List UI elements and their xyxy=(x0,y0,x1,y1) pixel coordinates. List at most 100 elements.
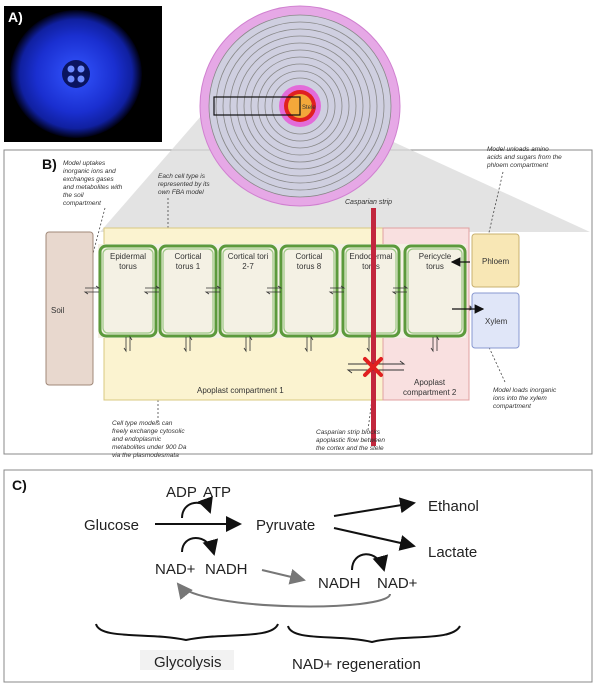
cell-label: torus 1 xyxy=(176,262,201,271)
note-casp-line: Casparian strip blocks xyxy=(316,429,381,436)
nadh-right-label: NADH xyxy=(318,575,361,592)
atp-label: ATP xyxy=(203,484,231,501)
cell-label: 2-7 xyxy=(242,262,254,271)
soil-exchange-arrow xyxy=(83,285,101,295)
regeneration-arrows xyxy=(176,568,391,608)
panel-b-label: B) xyxy=(42,156,57,172)
note-phloem-line: Model unloads amino xyxy=(487,146,549,153)
glucose-label: Glucose xyxy=(84,517,139,534)
phloem-label: Phloem xyxy=(482,257,509,266)
stele-dark-region xyxy=(62,60,90,88)
plasmodesmata-exchange-arrows xyxy=(83,285,409,295)
cell-label: Cortical xyxy=(174,252,201,261)
xylem-spot-4 xyxy=(77,75,85,83)
note-soil: Model uptakes inorganic ions and exchang… xyxy=(63,160,123,207)
note-fba: Each cell type is represented by its own… xyxy=(158,173,210,196)
adp-atp-curved-arrow xyxy=(181,496,213,519)
cell-label: torus 8 xyxy=(297,262,322,271)
cell-epidermal xyxy=(98,244,158,338)
pathway-arrows xyxy=(155,496,416,572)
note-casp-line: apoplastic flow between xyxy=(316,437,385,444)
note-fba-line: own FBA model xyxy=(158,189,204,196)
blocked-apoplastic-flow-arrows xyxy=(346,360,406,374)
nad-return-arrow xyxy=(176,582,391,608)
apoplast-1-label: Apoplast compartment 1 xyxy=(197,386,284,395)
apoplast-2-label-line: compartment 2 xyxy=(403,388,457,397)
cell-label: Cortical xyxy=(295,252,322,261)
slice-highlight-box xyxy=(213,96,301,116)
nadh-nad-curved-arrow xyxy=(351,553,389,572)
note-casp-line: the cortex and the stele xyxy=(316,445,384,452)
glycolysis-pathway: Glucose Pyruvate Ethanol Lactate ADP ATP… xyxy=(84,484,479,592)
note-phloem-line: acids and sugars from the xyxy=(487,154,562,161)
nad-right-label: NAD+ xyxy=(377,575,418,592)
cell-label: Cortical tori xyxy=(228,252,269,261)
casparian-strip-bar xyxy=(371,208,376,446)
panel-a-label: A) xyxy=(8,9,23,25)
note-fba-line: Each cell type is xyxy=(158,173,206,180)
note-plasmo-line: and endoplasmic xyxy=(112,436,162,443)
xylem-spot-3 xyxy=(67,75,75,83)
note-plasmo-line: freely exchange cytosolic xyxy=(112,428,185,435)
nad-regeneration-label: NAD+ regeneration xyxy=(292,656,421,673)
note-phloem-line: phloem compartment xyxy=(486,162,549,169)
cell-cortical-1 xyxy=(158,244,218,338)
nadh-left-label: NADH xyxy=(205,561,248,578)
soil-label: Soil xyxy=(51,306,65,315)
xylem-spot-2 xyxy=(77,65,85,73)
note-soil-line: the soil xyxy=(63,192,84,199)
cell-label: torus xyxy=(119,262,137,271)
note-phloem: Model unloads amino acids and sugars fro… xyxy=(486,146,562,169)
xylem-spot-1 xyxy=(67,65,75,73)
glycolysis-label: Glycolysis xyxy=(154,654,222,671)
note-soil-line: compartment xyxy=(63,200,102,207)
cell-label: Pericycle xyxy=(419,252,452,261)
ethanol-label: Ethanol xyxy=(428,498,479,515)
phloem-compartment xyxy=(471,233,520,288)
casparian-strip-label: Casparian strip xyxy=(345,199,392,206)
panel-c-frame xyxy=(3,469,593,683)
nad-nadh-curved-arrow xyxy=(181,537,219,556)
adp-label: ADP xyxy=(166,484,197,501)
nadh-transfer-arrow xyxy=(261,568,306,585)
pyruvate-to-ethanol-arrow xyxy=(333,497,416,517)
note-xylem: Model loads inorganic ions into the xyle… xyxy=(493,387,557,410)
lactate-label: Lactate xyxy=(428,544,477,561)
note-soil-line: Model uptakes xyxy=(63,160,106,167)
note-xylem-line: ions into the xylem xyxy=(493,395,547,402)
note-xylem-line: Model loads inorganic xyxy=(493,387,557,394)
cell-pericycle xyxy=(403,244,467,338)
stele-label: Stele xyxy=(302,105,316,111)
panel-a-microscopy xyxy=(4,6,162,142)
pyruvate-label: Pyruvate xyxy=(256,517,315,534)
blocked-flow-x-icon xyxy=(363,357,383,377)
root-concentric-diagram: Stele xyxy=(199,5,401,207)
regeneration-brace xyxy=(287,625,461,644)
note-plasmo-line: Cell type models can xyxy=(112,420,173,427)
note-soil-line: inorganic ions and xyxy=(63,168,116,175)
apoplast-exchange-arrows xyxy=(123,335,440,353)
cell-label: torus xyxy=(426,262,444,271)
cell-cortical-2-7 xyxy=(218,244,278,338)
note-plasmodesmata: Cell type models can freely exchange cyt… xyxy=(112,420,187,459)
xylem-label: Xylem xyxy=(485,317,508,326)
symplast-cells xyxy=(98,244,467,338)
soil-compartment xyxy=(45,231,94,386)
glycolysis-brace xyxy=(95,623,279,642)
panel-c-label: C) xyxy=(12,477,27,493)
glycolysis-label-bg xyxy=(140,650,234,670)
note-xylem-line: compartment xyxy=(493,403,532,410)
nad-left-label: NAD+ xyxy=(155,561,196,578)
note-plasmo-line: metabolites under 900 Da xyxy=(112,444,187,451)
note-soil-line: and metabolites with xyxy=(63,184,123,191)
section-braces xyxy=(95,623,461,644)
note-plasmo-line: via the plasmodesmata xyxy=(112,452,179,459)
apoplast-2-label-line: Apoplast xyxy=(414,378,446,387)
pyruvate-to-lactate-arrow xyxy=(333,527,416,551)
cell-cortical-8 xyxy=(279,244,339,338)
note-fba-line: represented by its xyxy=(158,181,210,188)
cell-label: Epidermal xyxy=(110,252,146,261)
note-casparian: Casparian strip blocks apoplastic flow b… xyxy=(316,429,385,452)
note-soil-line: exchanges gases xyxy=(63,176,114,183)
